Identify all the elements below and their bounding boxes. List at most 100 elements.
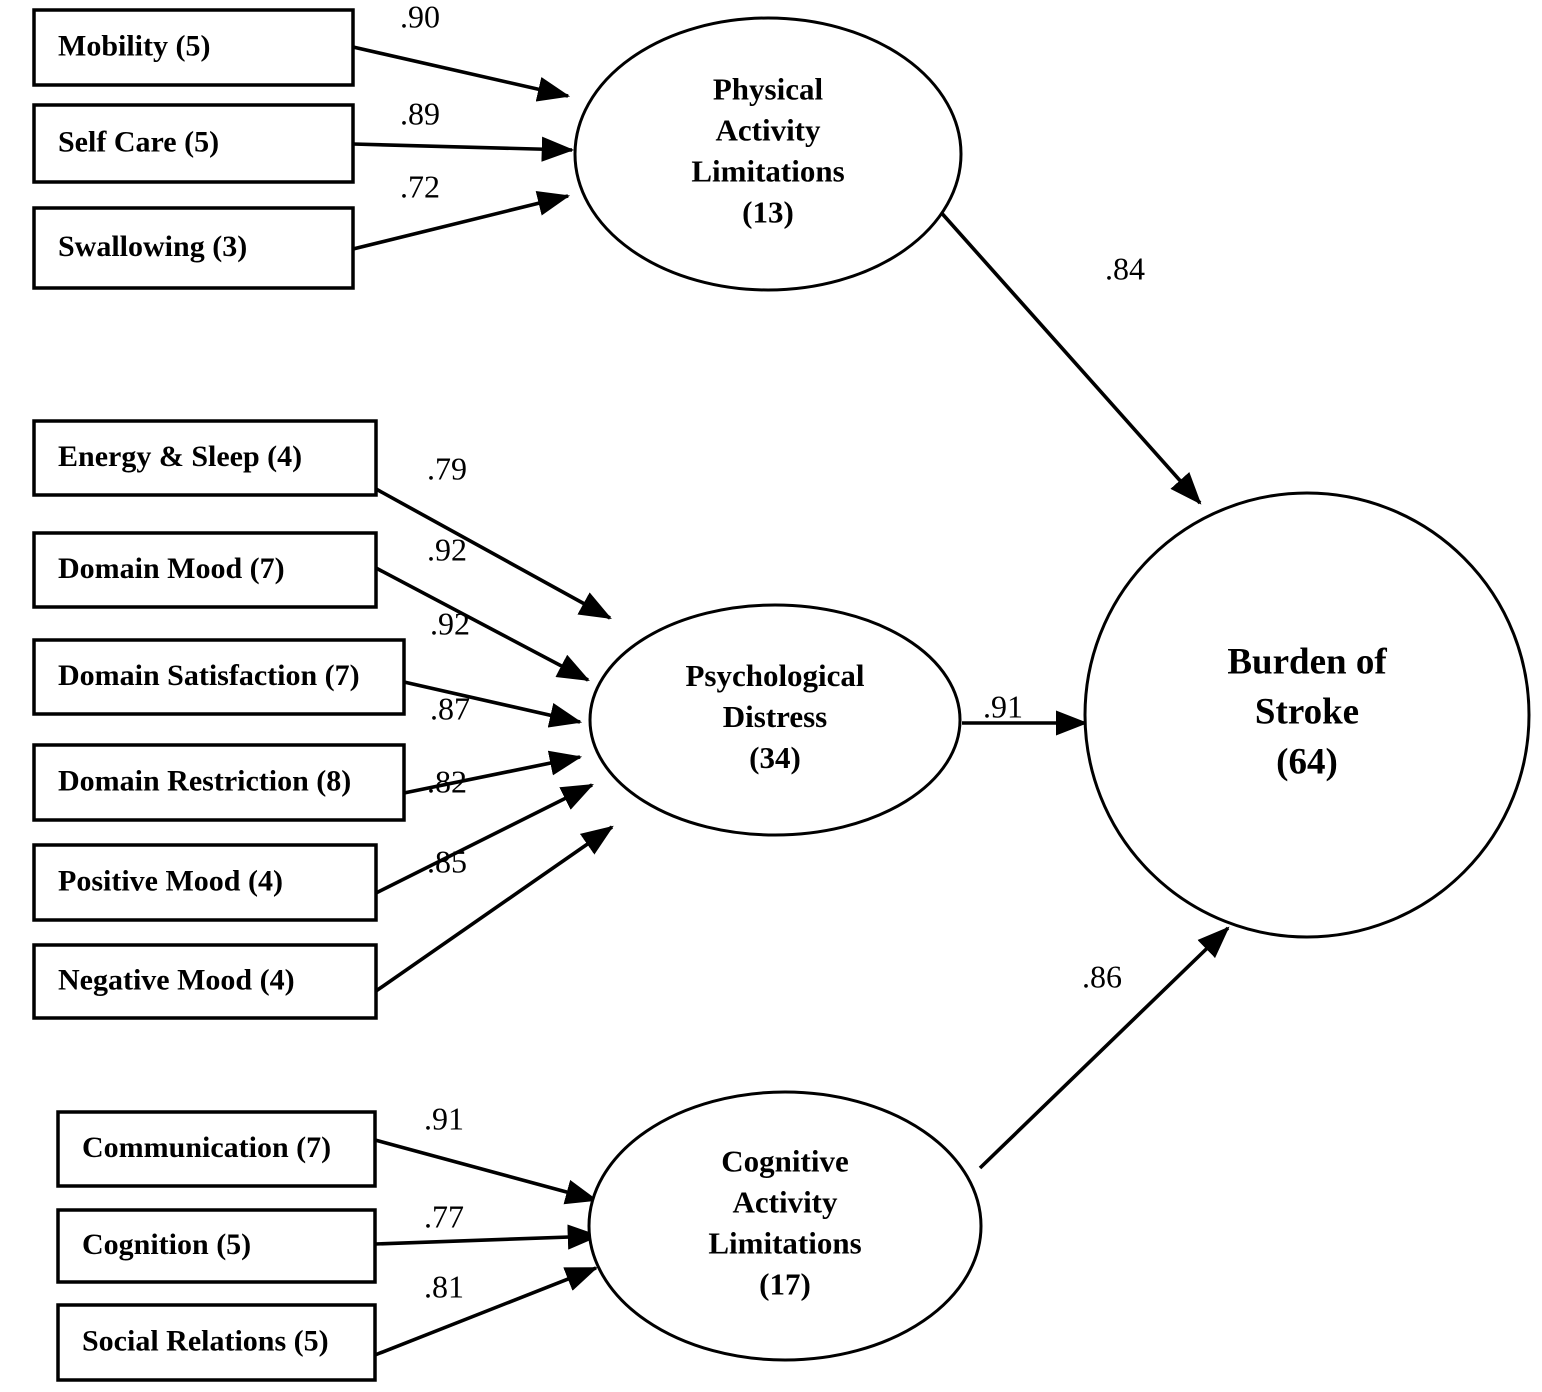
latent-label-line-psychological-distress-2: (34) xyxy=(749,740,801,775)
path-negative-mood-to-psych xyxy=(374,825,614,993)
path-positive-mood-to-psych xyxy=(375,783,594,895)
latent-ellipse-cognitive-activity-limitations xyxy=(587,1090,983,1362)
path-arrow-mobility-to-physical xyxy=(352,45,571,102)
path-arrow-domain-satisfaction-to-psych xyxy=(403,680,583,728)
indicator-box-swallowing: Swallowing (3) xyxy=(32,206,355,290)
nodes-layer: Mobility (5) Self Care (5) Swallowing (3) E… xyxy=(32,8,1531,1382)
path-self-care-to-physical xyxy=(352,136,575,162)
path-cognitive-to-burden xyxy=(978,926,1230,1170)
path-arrow-cognitive-to-burden xyxy=(978,926,1230,1170)
coefficient-label-self-care-to-physical: .89 xyxy=(400,95,440,131)
path-arrow-domain-mood-to-psych xyxy=(375,566,590,682)
path-arrow-negative-mood-to-psych xyxy=(374,825,614,993)
latent-label-line-physical-activity-limitations-3: (13) xyxy=(742,195,794,230)
path-communication-to-cognitive xyxy=(374,1138,599,1205)
path-arrow-swallowing-to-physical xyxy=(352,191,571,251)
indicator-rect-negative-mood xyxy=(32,943,378,1020)
outcome-circle-burden-of-stroke xyxy=(1083,491,1531,939)
coefficient-label-negative-mood-to-psych: .85 xyxy=(427,843,467,879)
path-arrow-domain-restriction-to-psych xyxy=(403,750,583,795)
indicator-box-domain-mood: Domain Mood (7) xyxy=(32,531,378,609)
path-arrow-communication-to-cognitive xyxy=(374,1138,599,1205)
indicator-box-communication: Communication (7) xyxy=(56,1110,377,1188)
indicator-rect-social-relations xyxy=(56,1303,377,1382)
path-energy-sleep-to-psych xyxy=(375,487,612,620)
indicator-label-self-care: Self Care (5) xyxy=(58,125,219,158)
indicator-label-domain-restriction: Domain Restriction (8) xyxy=(58,764,351,797)
coefficient-label-communication-to-cognitive: .91 xyxy=(424,1100,464,1136)
coefficient-label-cognition-to-cognitive: .77 xyxy=(424,1198,464,1234)
coefficient-label-positive-mood-to-psych: .82 xyxy=(427,763,467,799)
indicator-label-domain-satisfaction: Domain Satisfaction (7) xyxy=(58,659,360,692)
path-arrow-positive-mood-to-psych xyxy=(375,783,594,895)
indicator-box-cognition: Cognition (5) xyxy=(56,1208,377,1284)
labels-layer: .90.89.72.79.92.92.87.82.85.91.77.81.84.… xyxy=(400,0,1145,1304)
indicator-rect-domain-satisfaction xyxy=(32,638,406,716)
coefficient-label-domain-restriction-to-psych: .87 xyxy=(430,690,470,726)
indicator-rect-swallowing xyxy=(32,206,355,290)
latent-label-line-physical-activity-limitations-0: Physical xyxy=(713,72,824,107)
indicator-box-energy-sleep: Energy & Sleep (4) xyxy=(32,419,378,497)
indicator-rect-domain-mood xyxy=(32,531,378,609)
indicator-box-social-relations: Social Relations (5) xyxy=(56,1303,377,1382)
coefficient-label-mobility-to-physical: .90 xyxy=(400,0,440,34)
latent-ellipse-physical-activity-limitations xyxy=(573,16,963,292)
indicator-rect-cognition xyxy=(56,1208,377,1284)
indicator-rect-domain-restriction xyxy=(32,743,406,822)
latent-label-line-psychological-distress-0: Psychological xyxy=(685,658,864,693)
path-arrow-cognition-to-cognitive xyxy=(374,1224,601,1250)
path-social-relations-to-cognitive xyxy=(374,1266,599,1357)
indicator-label-energy-sleep: Energy & Sleep (4) xyxy=(58,440,302,473)
indicator-rect-communication xyxy=(56,1110,377,1188)
path-arrow-self-care-to-physical xyxy=(352,136,575,162)
indicator-box-positive-mood: Positive Mood (4) xyxy=(32,843,378,922)
indicator-label-domain-mood: Domain Mood (7) xyxy=(58,552,285,585)
latent-ellipse-psychological-distress xyxy=(588,603,962,837)
indicator-label-communication: Communication (7) xyxy=(82,1131,331,1164)
coefficient-label-social-relations-to-cognitive: .81 xyxy=(424,1268,464,1304)
path-arrow-social-relations-to-cognitive xyxy=(374,1266,599,1357)
indicator-box-negative-mood: Negative Mood (4) xyxy=(32,943,378,1020)
outcome-label-line-burden-of-stroke-1: Stroke xyxy=(1255,691,1359,732)
indicator-label-cognition: Cognition (5) xyxy=(82,1228,251,1261)
indicator-label-negative-mood: Negative Mood (4) xyxy=(58,963,295,996)
latent-label-line-cognitive-activity-limitations-1: Activity xyxy=(732,1185,838,1220)
path-cognition-to-cognitive xyxy=(374,1224,601,1250)
path-mobility-to-physical xyxy=(352,45,571,102)
indicator-label-social-relations: Social Relations (5) xyxy=(82,1324,329,1357)
coefficient-label-physical-to-burden: .84 xyxy=(1105,250,1145,286)
latent-label-line-physical-activity-limitations-2: Limitations xyxy=(691,154,844,189)
indicator-rect-mobility xyxy=(32,8,355,87)
coefficient-label-energy-sleep-to-psych: .79 xyxy=(427,450,467,486)
outcome-label-line-burden-of-stroke-2: (64) xyxy=(1276,741,1338,782)
latent-label-line-cognitive-activity-limitations-0: Cognitive xyxy=(721,1144,848,1179)
latent-label-line-physical-activity-limitations-1: Activity xyxy=(715,113,821,148)
paths-layer xyxy=(352,45,1230,1357)
indicator-box-mobility: Mobility (5) xyxy=(32,8,355,87)
latent-label-line-cognitive-activity-limitations-3: (17) xyxy=(759,1267,811,1302)
path-domain-mood-to-psych xyxy=(375,566,590,682)
indicator-label-mobility: Mobility (5) xyxy=(58,29,210,62)
indicator-rect-positive-mood xyxy=(32,843,378,922)
coefficient-label-psych-to-burden: .91 xyxy=(983,688,1023,724)
indicator-rect-self-care xyxy=(32,103,355,184)
indicator-label-positive-mood: Positive Mood (4) xyxy=(58,864,283,897)
path-physical-to-burden xyxy=(928,198,1202,505)
indicator-box-domain-satisfaction: Domain Satisfaction (7) xyxy=(32,638,406,716)
coefficient-label-swallowing-to-physical: .72 xyxy=(400,168,440,204)
path-domain-satisfaction-to-psych xyxy=(403,680,583,728)
indicator-rect-energy-sleep xyxy=(32,419,378,497)
indicator-box-self-care: Self Care (5) xyxy=(32,103,355,184)
path-arrow-physical-to-burden xyxy=(928,198,1202,505)
coefficient-label-domain-mood-to-psych: .92 xyxy=(427,531,467,567)
path-domain-restriction-to-psych xyxy=(403,750,583,795)
indicator-label-swallowing: Swallowing (3) xyxy=(58,230,247,263)
outcome-label-line-burden-of-stroke-0: Burden of xyxy=(1227,641,1387,682)
coefficient-label-cognitive-to-burden: .86 xyxy=(1082,958,1122,994)
outcome-node-burden-of-stroke: Burden of Stroke (64) xyxy=(1083,491,1531,939)
